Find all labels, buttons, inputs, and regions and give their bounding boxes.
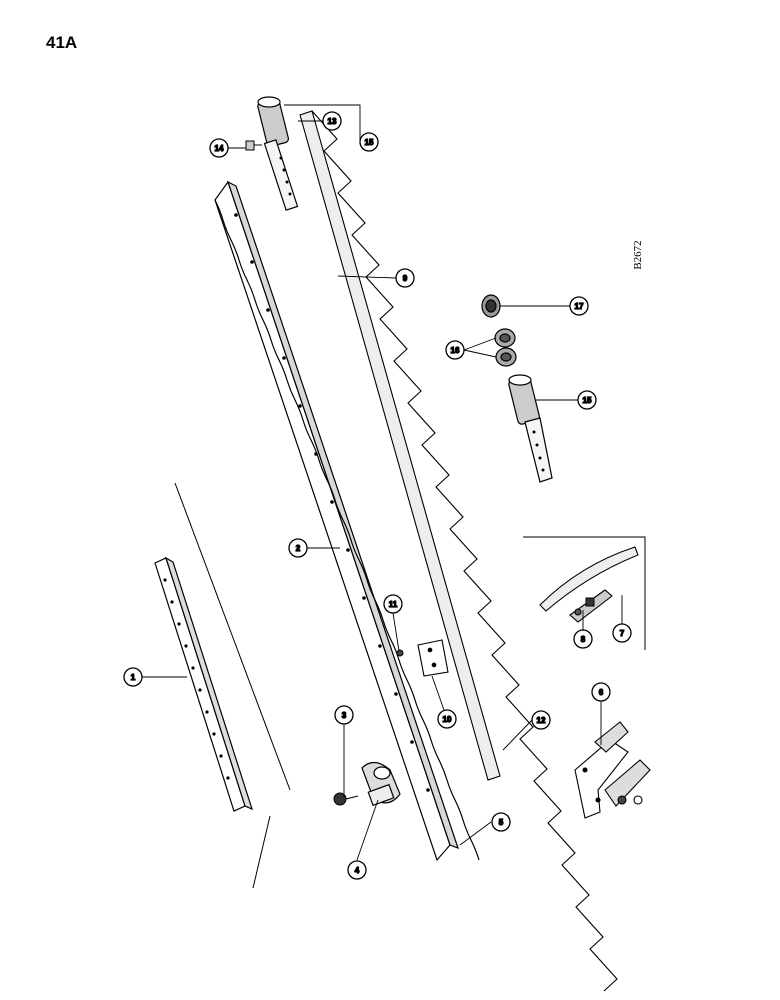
callout-5-label: 5	[499, 818, 504, 827]
callout-4-label: 4	[355, 866, 360, 875]
callout-15-loose: 15	[577, 390, 597, 410]
callout-7: 7	[612, 623, 632, 643]
part-7-hold-down-clip	[539, 546, 639, 623]
callout-16: 16	[445, 340, 465, 360]
callout-9: 9	[395, 268, 415, 288]
callout-2-label: 2	[296, 544, 301, 553]
callout-9-label: 9	[403, 274, 408, 283]
callout-3: 3	[334, 705, 354, 725]
callout-6-label: 6	[599, 688, 604, 697]
part-4-clip	[361, 761, 401, 807]
part-15-knife-head-loose	[508, 374, 553, 483]
part-10-bracket	[417, 639, 449, 677]
callout-15-top: 15	[359, 132, 379, 152]
callout-5: 5	[491, 812, 511, 832]
callout-13-label: 13	[328, 117, 337, 126]
callout-16-label: 16	[451, 346, 460, 355]
callout-17: 17	[569, 296, 589, 316]
part-6-guard	[574, 721, 651, 819]
callout-11: 11	[383, 594, 403, 614]
callout-10: 10	[437, 709, 457, 729]
callout-15-top-label: 15	[365, 138, 374, 147]
callout-12: 12	[531, 710, 551, 730]
callout-1: 1	[123, 667, 143, 687]
callouts: 1 2 3 4 5 6 7 8 9 10 11 12 13 14 15 15 1…	[123, 111, 632, 880]
part-17-cap	[481, 294, 501, 318]
part-3-bolt	[333, 792, 359, 806]
part-8-bolt	[585, 597, 595, 607]
callout-10-label: 10	[443, 715, 452, 724]
callout-14-label: 14	[215, 144, 224, 153]
callout-8: 8	[573, 629, 593, 649]
callout-12-label: 12	[537, 716, 546, 725]
callout-1-label: 1	[131, 673, 136, 682]
callout-2: 2	[288, 538, 308, 558]
callout-11-label: 11	[389, 600, 398, 609]
part-13-knife-head	[257, 96, 299, 211]
part-11-rivet	[396, 649, 404, 657]
callout-4: 4	[347, 860, 367, 880]
callout-13: 13	[322, 111, 342, 131]
callout-15-loose-label: 15	[583, 396, 592, 405]
page-number-label: 41A	[46, 33, 78, 52]
callout-14: 14	[209, 138, 229, 158]
part-2-knife-bar	[214, 180, 480, 862]
part-9-knife-sections	[299, 110, 618, 992]
part-14-bolt	[245, 140, 262, 151]
callout-17-label: 17	[575, 302, 584, 311]
part-16-bushings	[494, 328, 517, 367]
callout-8-label: 8	[581, 635, 586, 644]
frame-lines	[174, 482, 646, 889]
callout-6: 6	[591, 682, 611, 702]
callout-7-label: 7	[620, 629, 625, 638]
callout-3-label: 3	[342, 711, 347, 720]
part-1-angle-bar	[154, 556, 253, 812]
leader-lines	[141, 104, 623, 861]
